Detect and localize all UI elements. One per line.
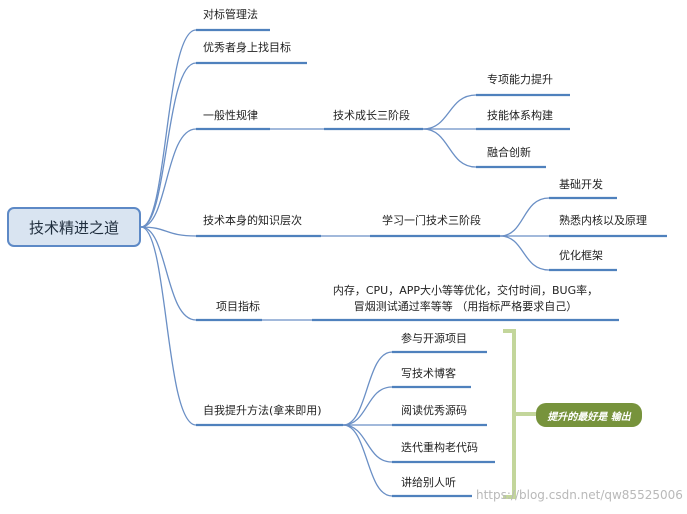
- node-refactor-code[interactable]: 迭代重构老代码: [401, 441, 478, 454]
- branch-general-rules[interactable]: 一般性规律: [203, 109, 258, 122]
- connector-b4-c3: [499, 235, 550, 271]
- node-optimize-framework[interactable]: 优化框架: [559, 249, 603, 262]
- metrics-detail-line2: 冒烟测试通过率等等 （用指标严格要求自己）: [353, 300, 578, 313]
- callout-label: 提升的最好是 输出: [547, 411, 631, 423]
- connector-b3-c3: [422, 128, 477, 168]
- node-read-source[interactable]: 阅读优秀源码: [401, 404, 467, 417]
- node-teach-others[interactable]: 讲给别人听: [401, 476, 456, 489]
- node-open-source[interactable]: 参与开源项目: [401, 332, 467, 345]
- connector-b5: [140, 226, 197, 321]
- root-label: 技术精进之道: [28, 218, 119, 237]
- connector-b6: [140, 226, 197, 426]
- metrics-detail-line1: 内存，CPU，APP大小等等优化，交付时间，BUG率，: [332, 284, 599, 297]
- connector-b2: [140, 62, 197, 228]
- connector-b6-c1: [342, 351, 393, 426]
- node-learn-three-stages[interactable]: 学习一门技术三阶段: [382, 214, 481, 227]
- connector-b4-c1: [499, 197, 550, 237]
- callout-output[interactable]: 提升的最好是 输出: [536, 403, 642, 427]
- connector-b6-c4: [342, 424, 393, 463]
- branch-self-improvement[interactable]: 自我提升方法(拿来即用): [203, 404, 322, 417]
- branch-benchmark-management[interactable]: 对标管理法: [203, 8, 258, 21]
- watermark: https://blog.csdn.net/qw85525006: [476, 488, 683, 502]
- node-growth-three-stages[interactable]: 技术成长三阶段: [333, 109, 410, 122]
- node-fusion-innovation[interactable]: 融合创新: [487, 146, 531, 159]
- root-node[interactable]: 技术精进之道: [7, 207, 141, 247]
- connector-b6-c2: [342, 386, 393, 426]
- connector-b4: [140, 226, 197, 237]
- node-tech-blog[interactable]: 写技术博客: [401, 367, 456, 380]
- node-kernel-principles[interactable]: 熟悉内核以及原理: [559, 214, 647, 227]
- branch-find-goals[interactable]: 优秀者身上找目标: [203, 41, 291, 54]
- bracket: [503, 329, 536, 499]
- node-special-ability[interactable]: 专项能力提升: [487, 73, 553, 86]
- branch-knowledge-levels[interactable]: 技术本身的知识层次: [203, 214, 302, 227]
- node-skill-system[interactable]: 技能体系构建: [487, 109, 553, 122]
- connector-b1: [140, 29, 197, 228]
- branch-project-metrics[interactable]: 项目指标: [216, 300, 260, 313]
- connector-b6-c5: [342, 424, 393, 497]
- connector-b3-c1: [422, 94, 477, 130]
- node-basic-dev[interactable]: 基础开发: [559, 178, 603, 191]
- connector-b3: [140, 128, 197, 228]
